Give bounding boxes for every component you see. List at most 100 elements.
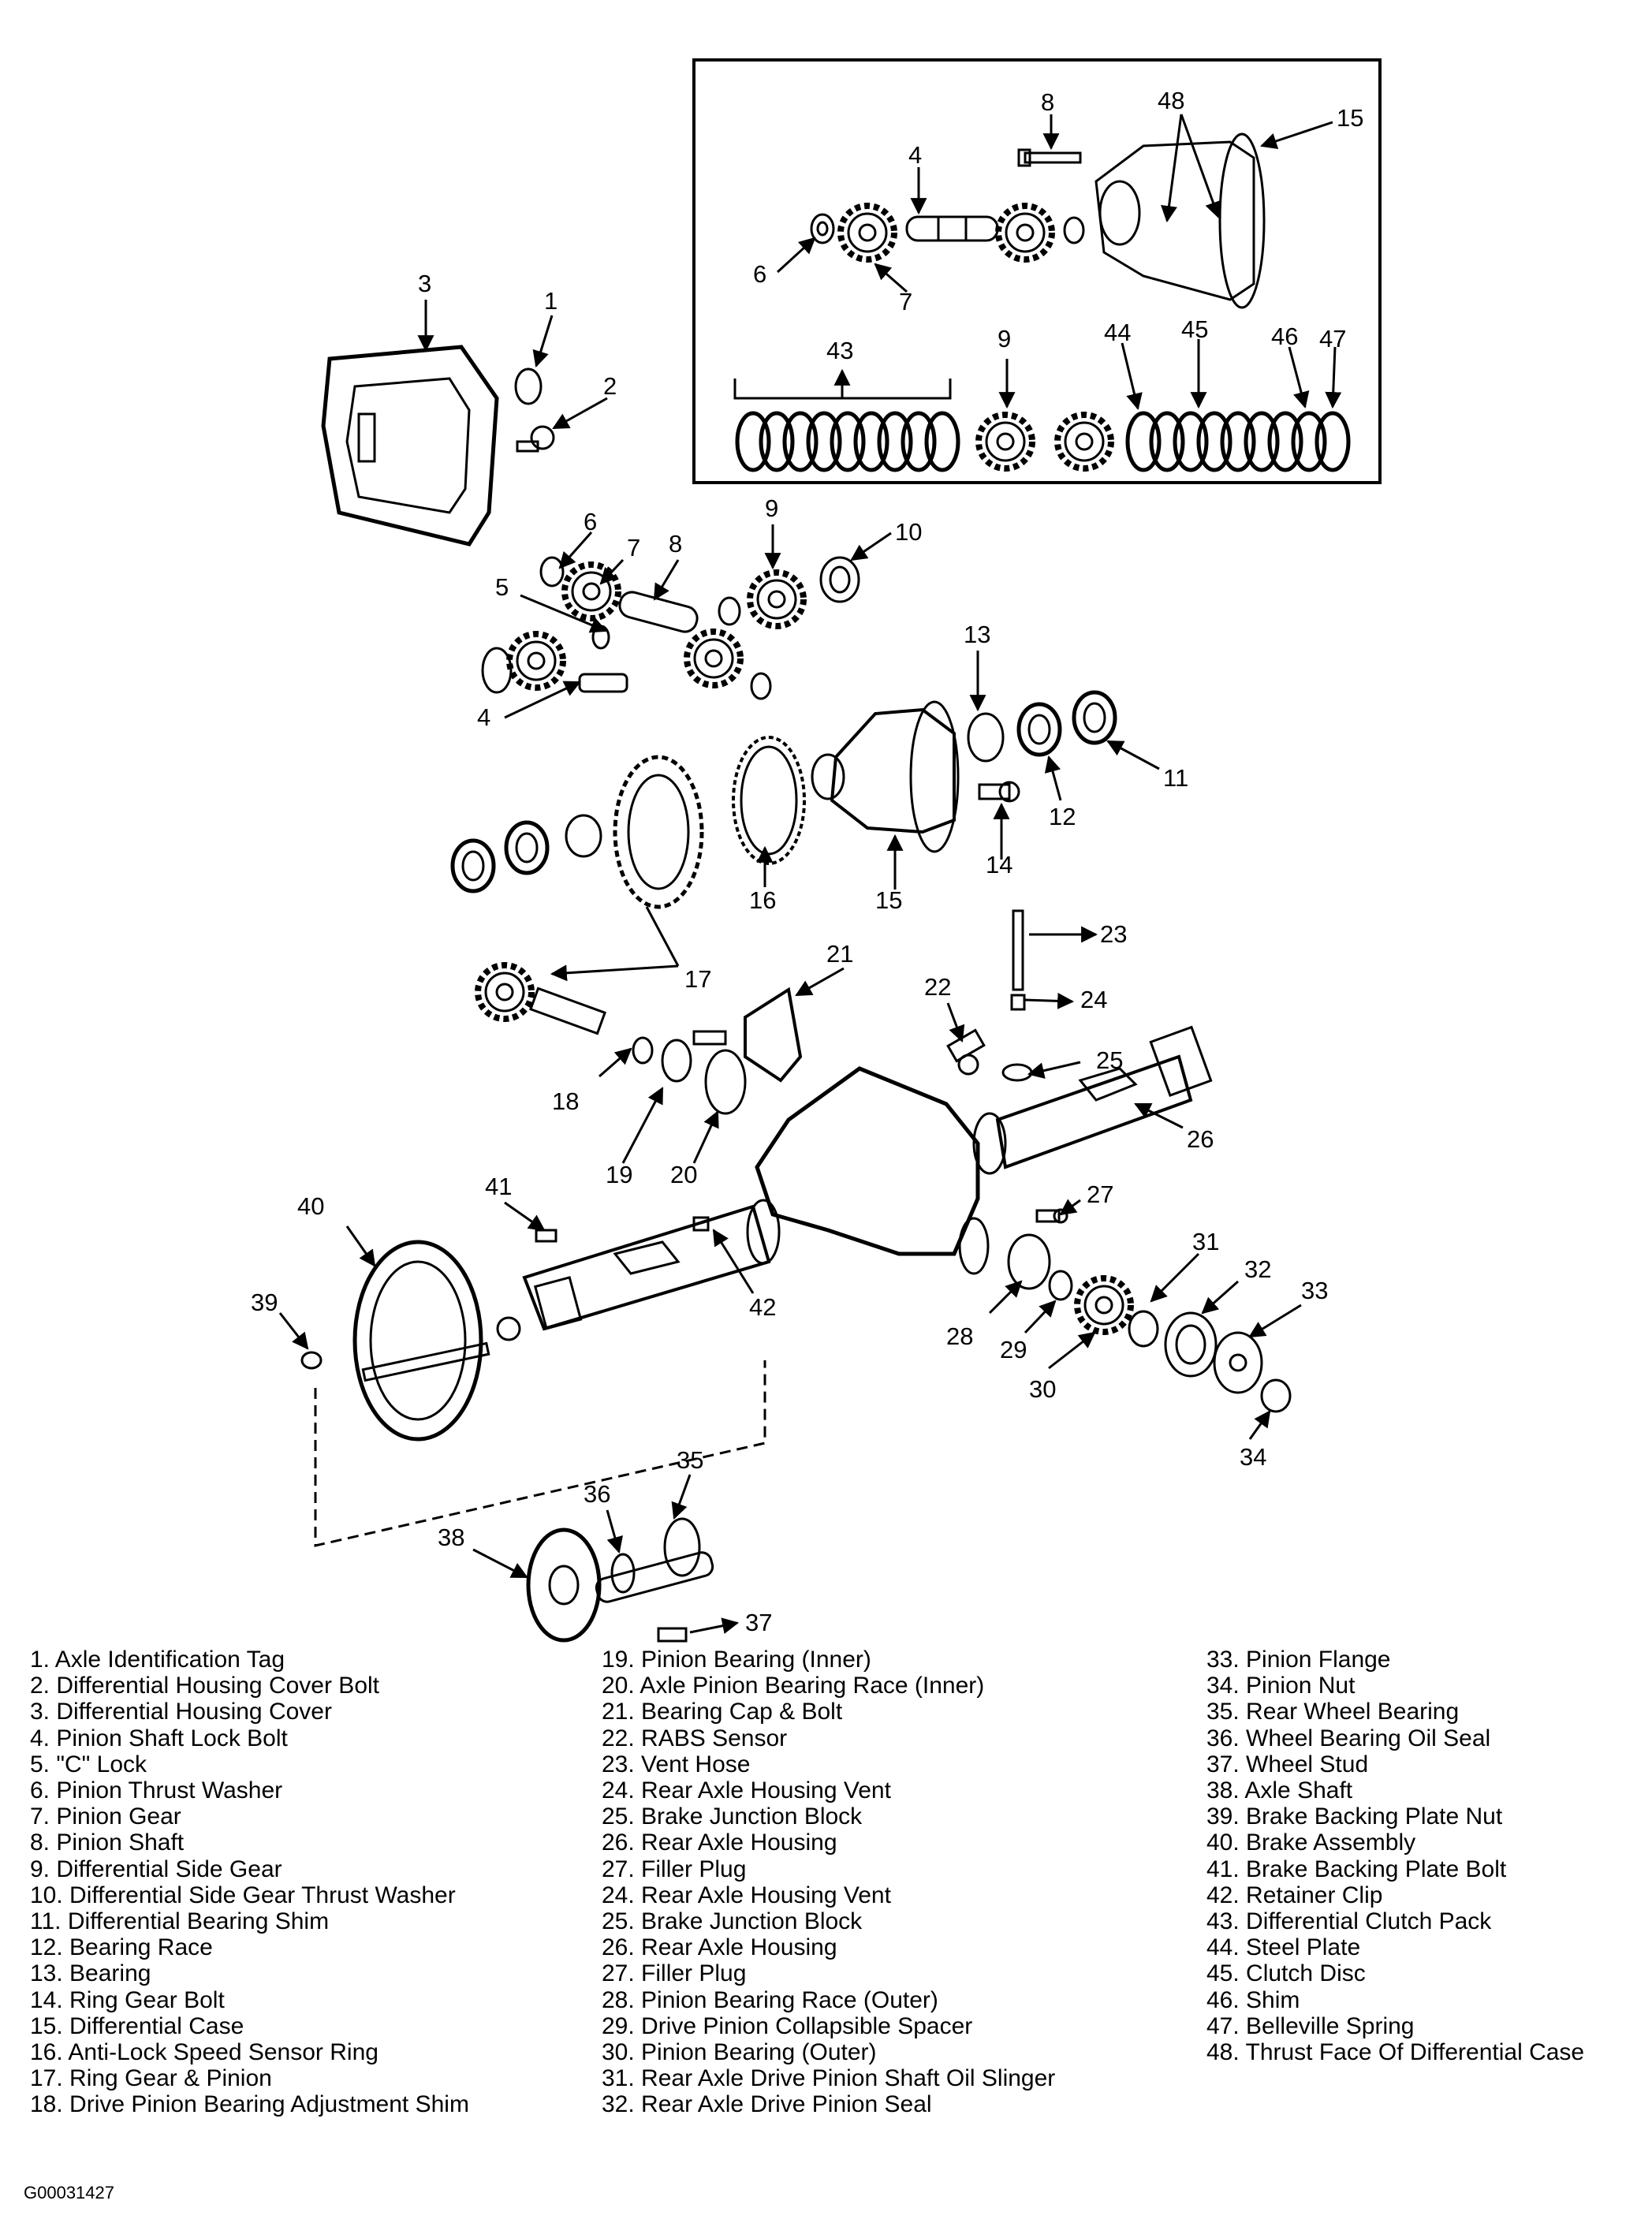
legend-item: 26. Rear Axle Housing bbox=[602, 1934, 837, 1961]
callout-19: 19 bbox=[606, 1161, 632, 1188]
callout-44: 44 bbox=[1104, 319, 1131, 346]
callout-39: 39 bbox=[251, 1289, 278, 1316]
callout-28: 28 bbox=[946, 1322, 973, 1350]
callout-17: 17 bbox=[684, 965, 711, 993]
callout-2: 2 bbox=[603, 372, 617, 400]
differential-internals bbox=[481, 556, 860, 700]
callout-12: 12 bbox=[1049, 803, 1076, 830]
callout-labels: 1 2 3 4 5 6 7 8 9 10 11 12 13 14 15 16 1… bbox=[251, 87, 1363, 1636]
callout-33: 33 bbox=[1301, 1277, 1328, 1304]
differential-housing-cover bbox=[321, 345, 499, 546]
callout-29: 29 bbox=[1000, 1336, 1027, 1363]
housing-cover-bolt bbox=[516, 425, 555, 453]
callout-48: 48 bbox=[1158, 87, 1184, 114]
callout-40: 40 bbox=[297, 1192, 324, 1220]
legend-item: 20. Axle Pinion Bearing Race (Inner) bbox=[602, 1673, 985, 1699]
callout-8-inset: 8 bbox=[1041, 88, 1054, 116]
legend-item: 3. Differential Housing Cover bbox=[30, 1699, 332, 1725]
legend-item: 46. Shim bbox=[1206, 1986, 1300, 2013]
callout-21: 21 bbox=[826, 940, 853, 968]
legend-item: 45. Clutch Disc bbox=[1206, 1960, 1366, 1987]
callout-4: 4 bbox=[477, 703, 490, 731]
callout-25: 25 bbox=[1096, 1046, 1123, 1074]
legend-item: 8. Pinion Shaft bbox=[30, 1829, 185, 1856]
exploded-axle-diagram: 1 2 3 4 5 6 7 8 9 10 11 12 13 14 15 16 1… bbox=[251, 58, 1382, 1643]
legend-item: 4. Pinion Shaft Lock Bolt bbox=[30, 1725, 288, 1751]
callout-18: 18 bbox=[552, 1087, 579, 1115]
inset-washer-right bbox=[1063, 216, 1085, 244]
legend-item: 40. Brake Assembly bbox=[1206, 1829, 1416, 1856]
callout-23: 23 bbox=[1100, 920, 1127, 948]
callout-36: 36 bbox=[584, 1480, 610, 1508]
legend-item: 12. Bearing Race bbox=[30, 1934, 213, 1961]
callout-47: 47 bbox=[1319, 325, 1346, 352]
callout-30: 30 bbox=[1029, 1375, 1056, 1403]
legend-item: 29. Drive Pinion Collapsible Spacer bbox=[602, 2012, 973, 2039]
callout-24: 24 bbox=[1080, 986, 1107, 1013]
bearing-cap bbox=[744, 987, 803, 1083]
callout-15-inset: 15 bbox=[1337, 104, 1363, 132]
callout-22: 22 bbox=[924, 973, 951, 1001]
legend-item: 5. "C" Lock bbox=[30, 1751, 147, 1777]
inset-box bbox=[692, 58, 1382, 484]
legend-item: 16. Anti-Lock Speed Sensor Ring bbox=[30, 2039, 379, 2066]
callout-20: 20 bbox=[670, 1161, 697, 1188]
callout-11: 11 bbox=[1163, 764, 1188, 792]
legend-item: 36. Wheel Bearing Oil Seal bbox=[1206, 1725, 1491, 1751]
inset-differential-case bbox=[1094, 132, 1266, 309]
legend-item: 24. Rear Axle Housing Vent bbox=[602, 1882, 891, 1908]
legend-item: 11. Differential Bearing Shim bbox=[30, 1908, 330, 1935]
callout-35: 35 bbox=[677, 1446, 703, 1474]
callout-7: 7 bbox=[627, 534, 640, 561]
callout-15: 15 bbox=[875, 886, 902, 914]
callout-32: 32 bbox=[1244, 1255, 1271, 1283]
legend-item: 41. Brake Backing Plate Bolt bbox=[1206, 1856, 1507, 1882]
callout-9: 9 bbox=[765, 494, 778, 522]
inset-pinion-gear-left bbox=[841, 206, 894, 259]
ring-gear-assembly bbox=[453, 692, 1115, 909]
legend-item: 27. Filler Plug bbox=[602, 1960, 747, 1987]
inset-pinion-gear-right bbox=[998, 206, 1052, 259]
legend-item: 28. Pinion Bearing Race (Outer) bbox=[602, 1986, 938, 2013]
legend-item: 25. Brake Junction Block bbox=[602, 1908, 863, 1935]
axle-shaft-assembly bbox=[314, 1360, 766, 1643]
legend-item: 35. Rear Wheel Bearing bbox=[1206, 1699, 1460, 1725]
inset-pinion-shaft bbox=[905, 215, 999, 242]
rabs-sensor bbox=[946, 1028, 986, 1076]
callout-37: 37 bbox=[745, 1609, 772, 1636]
legend-item: 26. Rear Axle Housing bbox=[602, 1829, 837, 1856]
legend-item: 23. Vent Hose bbox=[602, 1751, 751, 1777]
legend-item: 47. Belleville Spring bbox=[1206, 2012, 1415, 2039]
legend-column-3: 33. Pinion Flange 34. Pinion Nut 35. Rea… bbox=[1206, 1647, 1584, 2065]
legend-item: 6. Pinion Thrust Washer bbox=[30, 1777, 283, 1804]
callout-16: 16 bbox=[749, 886, 776, 914]
callout-46: 46 bbox=[1271, 323, 1298, 350]
legend-item: 2. Differential Housing Cover Bolt bbox=[30, 1673, 379, 1699]
legend-item: 42. Retainer Clip bbox=[1206, 1882, 1383, 1908]
legend-item: 22. RABS Sensor bbox=[602, 1725, 788, 1751]
callout-42: 42 bbox=[749, 1293, 776, 1321]
retainer-clip bbox=[692, 1216, 710, 1232]
legend-item: 27. Filler Plug bbox=[602, 1856, 747, 1882]
legend-column-2: 19. Pinion Bearing (Inner) 20. Axle Pini… bbox=[602, 1647, 1055, 2118]
legend-item: 37. Wheel Stud bbox=[1206, 1751, 1369, 1777]
inset-clutch-pack bbox=[733, 368, 960, 472]
legend-item: 14. Ring Gear Bolt bbox=[30, 1986, 225, 2013]
callout-4-inset: 4 bbox=[908, 141, 922, 169]
callout-38: 38 bbox=[438, 1524, 464, 1551]
callout-3: 3 bbox=[418, 270, 431, 297]
legend-item: 30. Pinion Bearing (Outer) bbox=[602, 2039, 877, 2066]
callout-26: 26 bbox=[1187, 1125, 1214, 1153]
legend-item: 44. Steel Plate bbox=[1206, 1934, 1361, 1961]
drive-pinion bbox=[478, 965, 747, 1115]
legend-item: 9. Differential Side Gear bbox=[30, 1856, 282, 1882]
inset-side-gear-right bbox=[1057, 415, 1111, 468]
legend-item: 24. Rear Axle Housing Vent bbox=[602, 1777, 891, 1804]
callout-13: 13 bbox=[964, 621, 990, 648]
legend-item: 17. Ring Gear & Pinion bbox=[30, 2065, 272, 2092]
filler-plug bbox=[1035, 1208, 1068, 1224]
legend-item: 33. Pinion Flange bbox=[1206, 1647, 1391, 1673]
legend-item: 13. Bearing bbox=[30, 1960, 151, 1987]
legend-item: 39. Brake Backing Plate Nut bbox=[1206, 1803, 1503, 1830]
callout-6: 6 bbox=[584, 508, 597, 535]
